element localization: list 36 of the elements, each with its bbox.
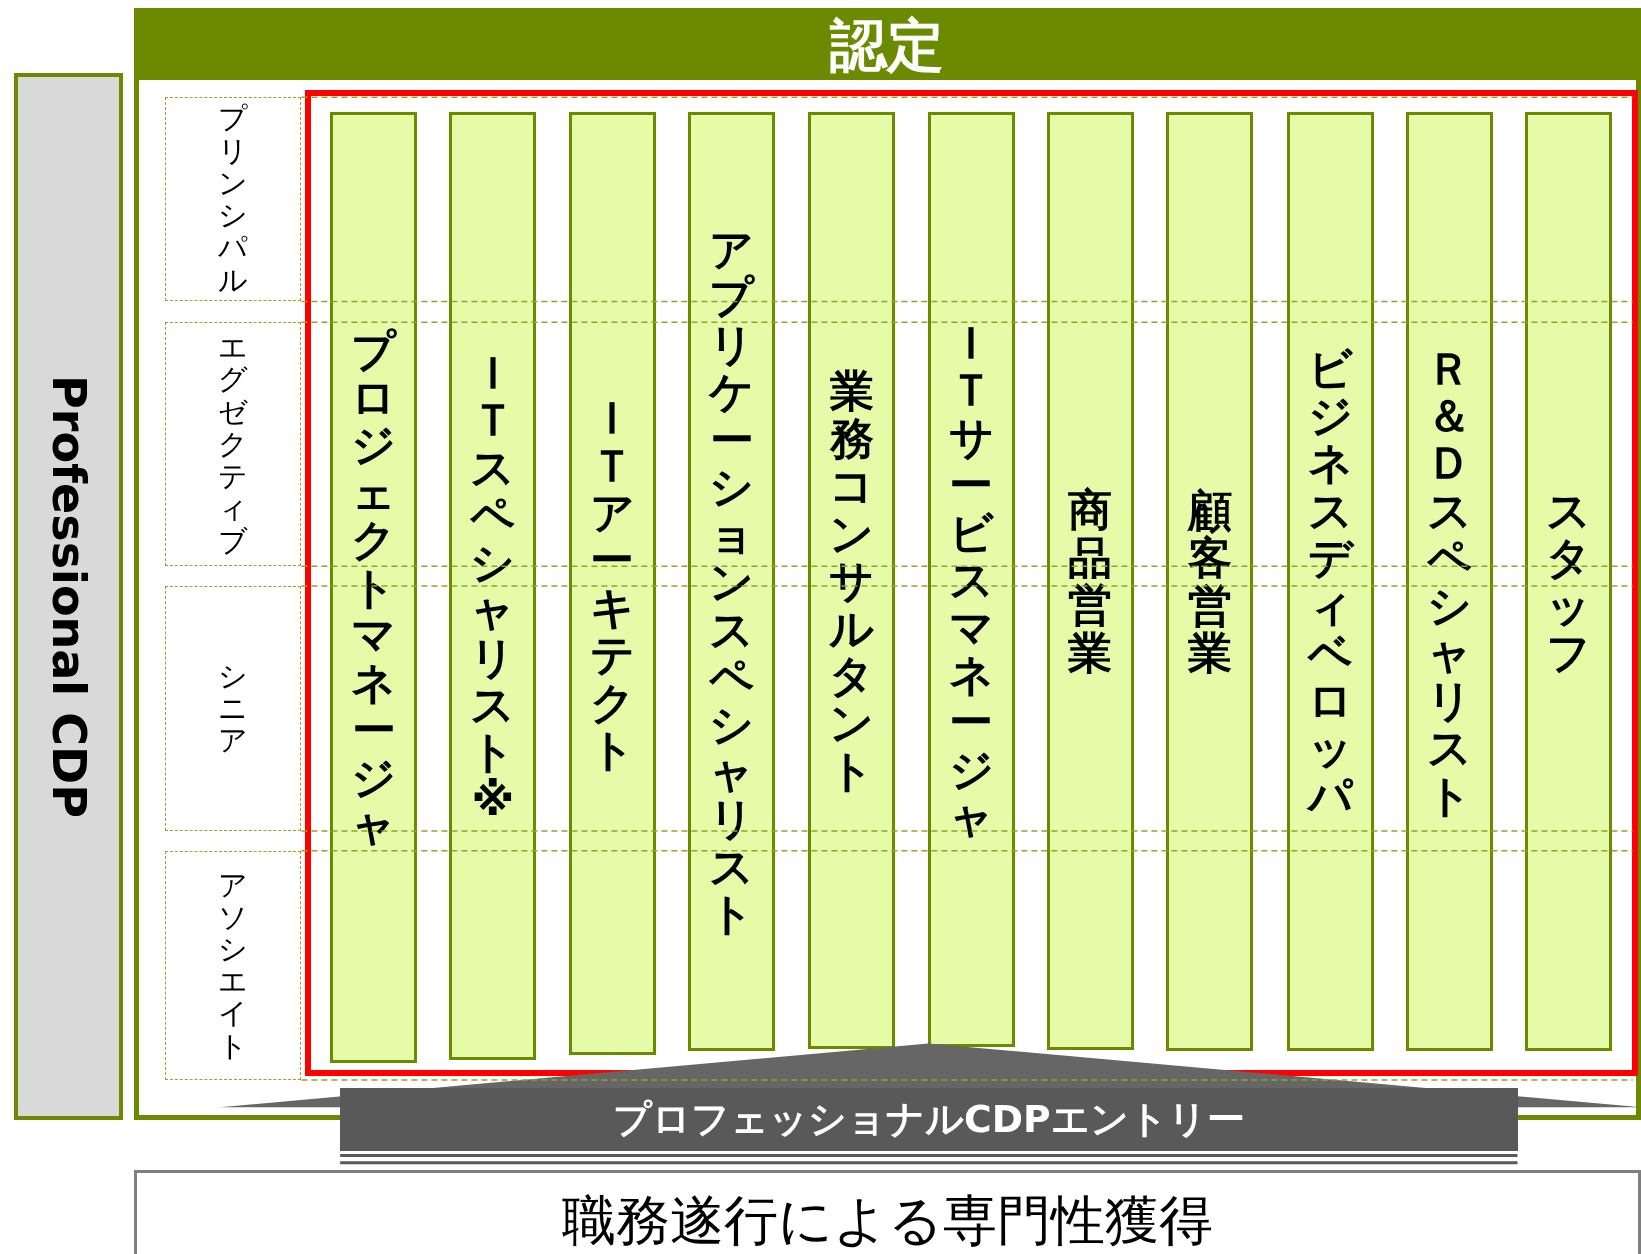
level-label: シニア <box>217 659 249 757</box>
job-label: Ｒ＆Ｄスペシャリスト <box>1426 344 1473 820</box>
job-column <box>330 112 418 1063</box>
job-label: 商品営業 <box>1067 486 1114 677</box>
level-row <box>165 585 302 831</box>
job-column <box>1525 112 1613 1052</box>
highlight-frame <box>305 89 1638 1076</box>
level-row <box>165 850 302 1080</box>
job-label: スタッフ <box>1545 486 1592 677</box>
job-label: ビジネスディベロッパ <box>1307 344 1354 820</box>
job-column <box>1166 112 1254 1052</box>
entry-band: プロフェッショナルCDPエントリー <box>340 1088 1518 1152</box>
job-label: プロジェクトマネージャ <box>350 326 397 849</box>
job-column <box>1047 112 1134 1051</box>
job-label: ＩＴスペシャリスト※ <box>469 348 516 824</box>
job-column <box>449 112 537 1060</box>
level-row <box>165 97 302 302</box>
job-column <box>1286 112 1374 1052</box>
job-label: ＩＴアーキテクト <box>589 394 636 774</box>
level-row <box>165 322 302 566</box>
job-column <box>568 112 656 1056</box>
side-label-box <box>13 73 124 1120</box>
level-label: アソシエイト <box>217 868 249 1062</box>
job-column <box>1406 112 1493 1052</box>
foundation-box: 職務遂行による専門性獲得 <box>133 1170 1641 1254</box>
level-label: エグゼクティブ <box>217 331 249 557</box>
side-label: Professional CDP <box>41 375 96 818</box>
header-band: 認定 <box>138 13 1636 81</box>
job-column <box>688 112 775 1052</box>
job-label: ＩＴサービスマネージャ <box>948 318 995 841</box>
job-label: 顧客営業 <box>1186 486 1233 677</box>
job-label: 業務コンサルタント <box>828 367 875 795</box>
job-column <box>927 112 1015 1048</box>
level-label: プリンシパル <box>217 102 249 296</box>
job-column <box>808 112 896 1050</box>
job-label: アプリケーションスペシャリスト <box>708 225 755 938</box>
